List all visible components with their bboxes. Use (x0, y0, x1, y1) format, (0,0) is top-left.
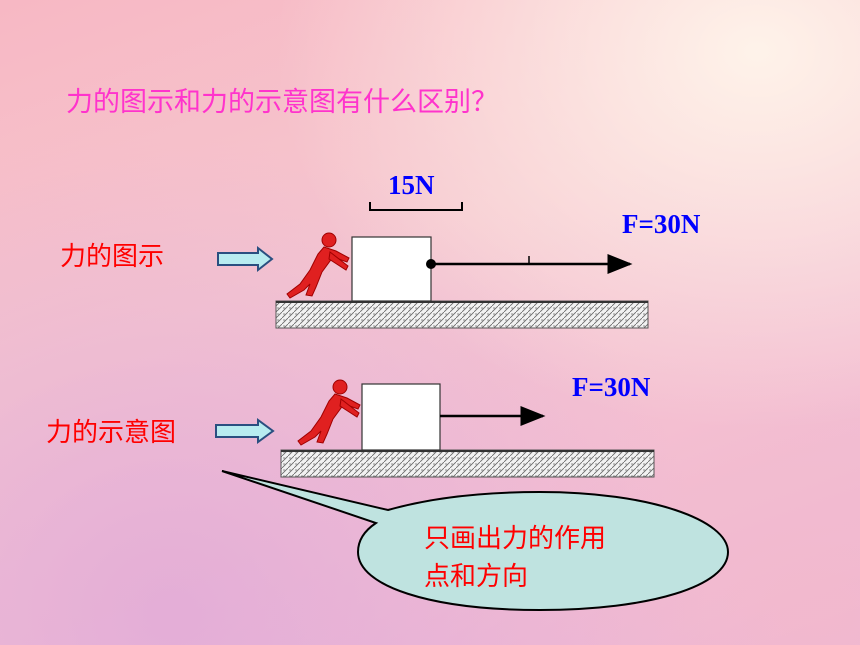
callout-text: 只画出力的作用 点和方向 (424, 520, 684, 596)
ground-bottom (280, 449, 655, 478)
force-diagram-label: 力的图示 (60, 242, 165, 272)
callout-bubble (221, 470, 730, 612)
force-label-bottom: F=30N (572, 372, 651, 402)
block-top (351, 236, 432, 302)
question-title: 力的图示和力的示意图有什么区别？ (66, 87, 498, 118)
force-schematic-label: 力的示意图 (46, 418, 177, 448)
pointer-arrow-top (217, 245, 274, 273)
callout-line-1: 只画出力的作用 (424, 524, 607, 554)
pusher-icon-bottom (297, 379, 361, 446)
force-label-top: F=30N (622, 209, 701, 239)
pusher-icon-top (286, 232, 350, 299)
scale-bracket (369, 202, 463, 211)
ground-top (275, 300, 649, 329)
block-bottom (361, 383, 441, 451)
scale-label: 15N (388, 170, 435, 200)
force-schematic (215, 379, 655, 478)
force-diagram (217, 202, 649, 329)
callout-line-2: 点和方向 (424, 562, 529, 592)
pointer-arrow-bottom (215, 418, 275, 444)
